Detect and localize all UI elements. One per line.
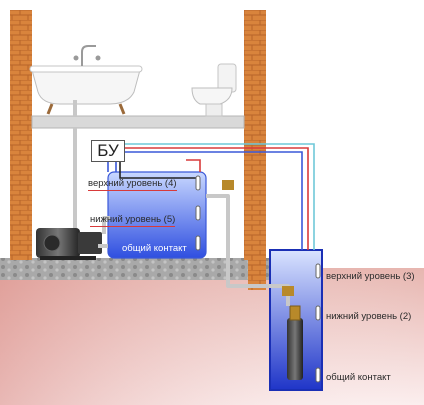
tank-common-contact-label: общий контакт bbox=[122, 243, 187, 254]
bathtub-icon bbox=[29, 45, 143, 115]
control-unit-label: БУ bbox=[97, 141, 119, 160]
control-unit-box: БУ bbox=[91, 140, 125, 162]
ground bbox=[0, 268, 424, 405]
storage-tank bbox=[107, 171, 207, 259]
float-sensor-icon bbox=[195, 175, 321, 383]
gravel-floor bbox=[0, 258, 270, 280]
well-common-contact-label: общий контакт bbox=[326, 372, 391, 383]
submersible-pump-icon bbox=[287, 305, 303, 380]
pipe-fittings bbox=[222, 180, 294, 296]
right-brick-foundation bbox=[248, 250, 266, 290]
wires bbox=[107, 143, 315, 250]
well-lower-level-label: нижний уровень (2) bbox=[326, 311, 412, 322]
right-brick-wall bbox=[244, 10, 266, 260]
toilet-icon bbox=[191, 63, 237, 117]
left-brick-wall bbox=[10, 10, 32, 260]
tank-upper-level-label: верхний уровень (4) bbox=[88, 178, 177, 191]
surface-pump-icon bbox=[36, 228, 102, 260]
well-upper-level-label: верхний уровень (3) bbox=[326, 271, 415, 282]
tank-lower-level-label: нижний уровень (5) bbox=[90, 214, 176, 227]
floor-slab bbox=[31, 115, 245, 129]
